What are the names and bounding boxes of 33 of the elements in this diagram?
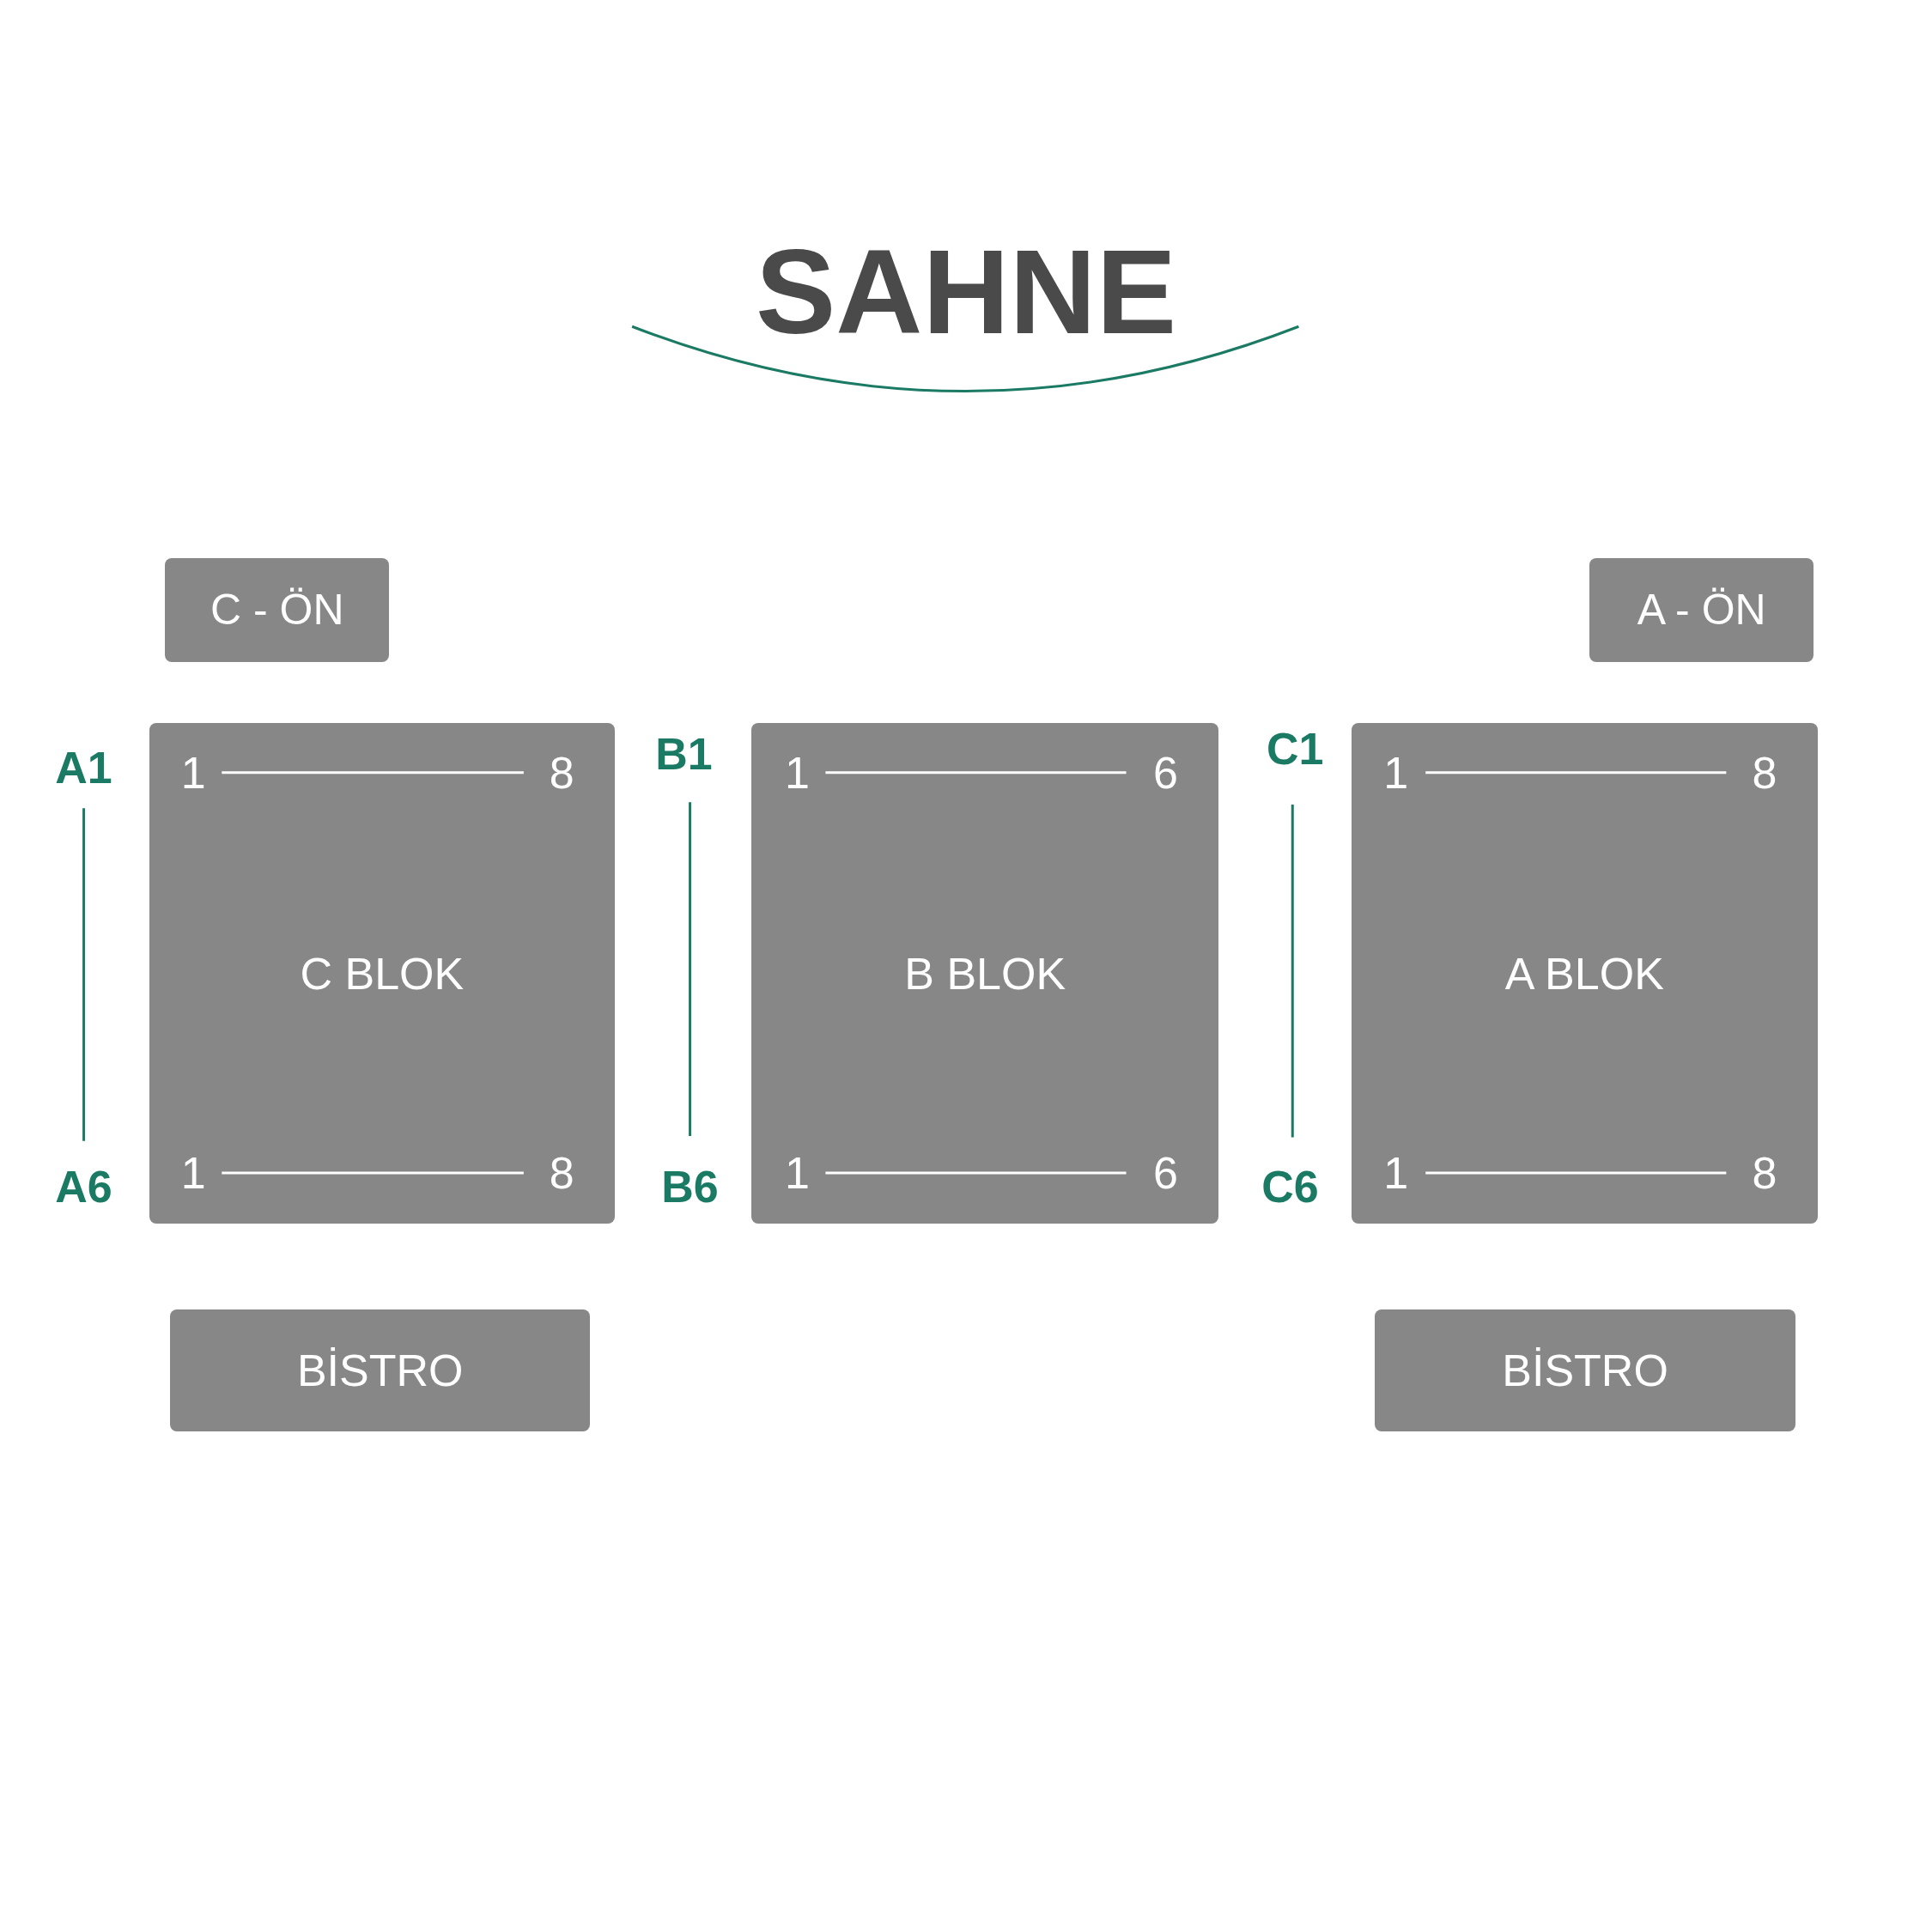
seat-number: 1 bbox=[180, 746, 206, 799]
area-name: BİSTRO bbox=[1502, 1345, 1668, 1397]
area-name: A - ÖN bbox=[1637, 585, 1766, 635]
seat-number: 1 bbox=[784, 746, 810, 799]
seat-number: 1 bbox=[180, 1147, 206, 1200]
seat-number: 1 bbox=[1383, 1147, 1409, 1200]
title: SAHNE bbox=[755, 223, 1177, 361]
seat-number: 8 bbox=[1752, 746, 1777, 799]
seating-area-box bbox=[1589, 558, 1814, 662]
seating-block bbox=[751, 723, 1219, 1224]
seating-block bbox=[1352, 723, 1818, 1224]
bistro-box bbox=[1375, 1309, 1795, 1432]
area-name: C BLOK bbox=[300, 947, 465, 999]
seat-number: 8 bbox=[549, 746, 574, 799]
seat-number: 8 bbox=[1752, 1147, 1777, 1200]
seat-number: 6 bbox=[1153, 1147, 1178, 1200]
row-label: A6 bbox=[55, 1160, 112, 1212]
area-name: B BLOK bbox=[904, 947, 1066, 999]
seating-area-box bbox=[165, 558, 390, 662]
row-label: C1 bbox=[1266, 723, 1324, 775]
row-label: B1 bbox=[655, 728, 713, 781]
bistro-box bbox=[170, 1309, 591, 1432]
row-label: C6 bbox=[1261, 1160, 1319, 1212]
area-name: C - ÖN bbox=[210, 585, 344, 635]
row-label: B6 bbox=[661, 1160, 719, 1212]
area-name: A BLOK bbox=[1504, 947, 1664, 999]
seat-number: 8 bbox=[549, 1147, 574, 1200]
seat-number: 1 bbox=[784, 1147, 810, 1200]
seat-number: 6 bbox=[1153, 746, 1178, 799]
seat-number: 1 bbox=[1383, 746, 1409, 799]
row-label: A1 bbox=[55, 741, 112, 793]
area-name: BİSTRO bbox=[296, 1345, 464, 1397]
seating-block bbox=[149, 723, 616, 1224]
